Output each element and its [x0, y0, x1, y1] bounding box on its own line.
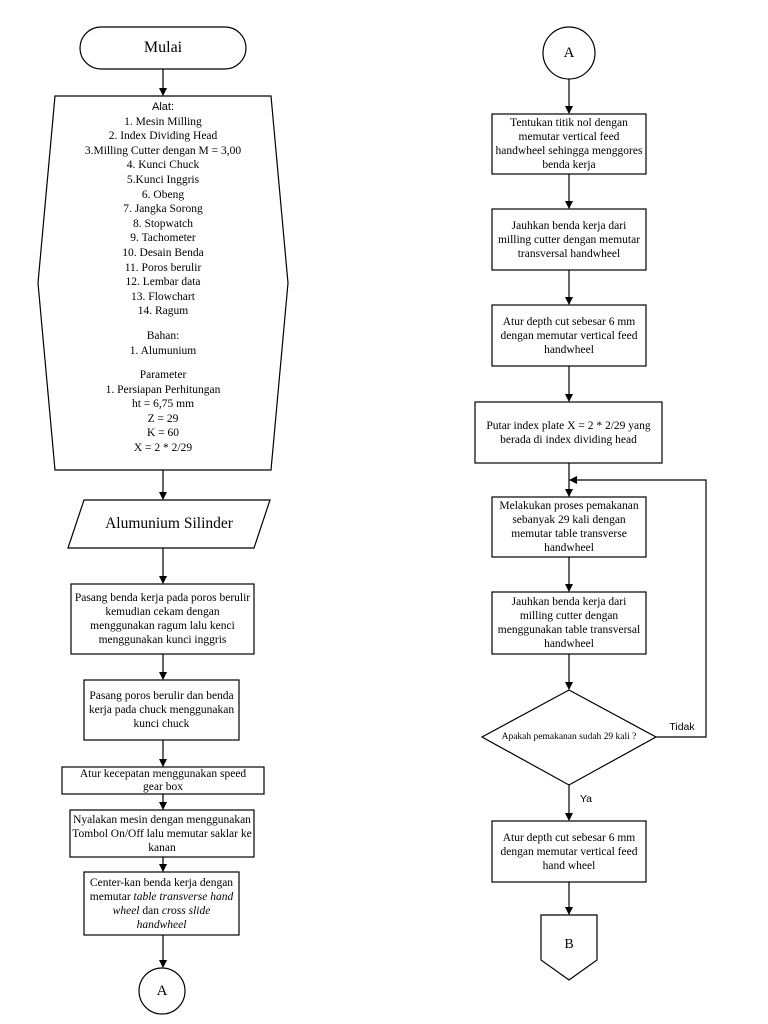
left-step-5: Center-kan benda kerja dengan memutar ta… [87, 874, 236, 933]
no-label: Tidak [669, 721, 695, 733]
decision-label: Apakah pemakanan sudah 29 kali ? [501, 732, 637, 742]
left-step-2: Pasang poros berulir dan benda kerja pad… [88, 690, 235, 730]
right-process-4 [474, 401, 663, 464]
tool-item: 12. Lembar data [125, 276, 201, 289]
input-parallelogram [67, 499, 271, 549]
tool-item: 11. Poros berulir [124, 261, 202, 274]
param-item: K = 60 [146, 427, 180, 440]
right-process-2 [491, 208, 647, 271]
right-step-5: Melakukan proses pemakanan sebanyak 29 k… [499, 500, 639, 554]
tool-item: 6. Obeng [141, 188, 185, 201]
tool-item: 3.Milling Cutter dengan M = 3,00 [84, 144, 242, 157]
preparation-hexagon [37, 95, 289, 471]
left-connector-label: A [156, 983, 168, 999]
step5-part-b: table transverse hand wheel [112, 890, 234, 917]
right-step-3: Atur depth cut sebesar 6 mm dengan memut… [500, 315, 638, 356]
tool-item: 13. Flowchart [131, 290, 195, 303]
tool-item: 5.Kunci Inggris [126, 173, 200, 186]
left-step-5-text: Center-kan benda kerja dengan memutar ta… [87, 876, 236, 932]
left-process-4 [69, 809, 255, 858]
tool-item: 14. Ragum [137, 305, 189, 318]
right-step-6: Jauhkan benda kerja dari milling cutter … [497, 596, 641, 650]
right-step-7: Atur depth cut sebesar 6 mm dengan memut… [500, 831, 638, 872]
param-item: 1. Persiapan Perhitungan [105, 383, 221, 396]
tool-item: 1. Mesin Milling [124, 115, 202, 128]
params-header: Parameter [139, 369, 187, 382]
right-process-6 [491, 591, 647, 655]
step5-part-c: dan [139, 904, 162, 917]
tool-item: 8. Stopwatch [132, 217, 194, 230]
right-process-3 [491, 304, 647, 367]
tool-item: 7. Jangka Sorong [123, 203, 203, 216]
materials-header: Bahan: [146, 329, 180, 342]
param-item: X = 2 * 2/29 [133, 442, 193, 455]
material-item: 1. Alumunium [129, 344, 197, 357]
right-step-4: Putar index plate X = 2 * 2/29 yang bera… [486, 419, 651, 446]
right-connector-label: A [563, 45, 575, 61]
left-process-5 [83, 871, 240, 936]
right-process-7 [491, 820, 647, 883]
right-step-1: Tentukan titik nol dengan memutar vertic… [495, 117, 643, 171]
left-step-3: Atur kecepatan menggunakan speed gear bo… [79, 767, 247, 793]
left-process-3 [61, 766, 265, 795]
preparation-text: Alat: 1. Mesin Milling 2. Index Dividing… [50, 100, 276, 466]
left-step-4: Nyalakan mesin dengan menggunakan Tombol… [72, 813, 252, 854]
right-step-2: Jauhkan benda kerja dari milling cutter … [497, 219, 641, 260]
tool-item: 4. Kunci Chuck [126, 159, 200, 172]
param-item: ht = 6,75 mm [131, 398, 195, 411]
right-process-1 [491, 113, 647, 175]
tool-item: 2. Index Dividing Head [108, 130, 218, 143]
param-item: Z = 29 [147, 412, 179, 425]
left-step-1: Pasang benda kerja pada poros berulir ke… [74, 592, 251, 646]
tool-item: 10. Desain Benda [122, 246, 204, 259]
step5-part-a: Center-kan benda kerja dengan memutar [89, 876, 234, 903]
step5-part-d: cross slide handwheel [136, 904, 211, 931]
left-connector-circle [138, 967, 186, 1015]
start-label: Mulai [143, 39, 183, 56]
right-process-5 [491, 496, 647, 558]
end-connector-label: B [564, 937, 574, 952]
tool-item: 9. Tachometer [130, 232, 196, 245]
yes-label: Ya [579, 793, 593, 805]
tools-header: Alat: [151, 101, 174, 113]
off-page-connector [540, 914, 598, 981]
input-label: Alumunium Silinder [105, 515, 233, 532]
left-process-2 [83, 679, 240, 741]
